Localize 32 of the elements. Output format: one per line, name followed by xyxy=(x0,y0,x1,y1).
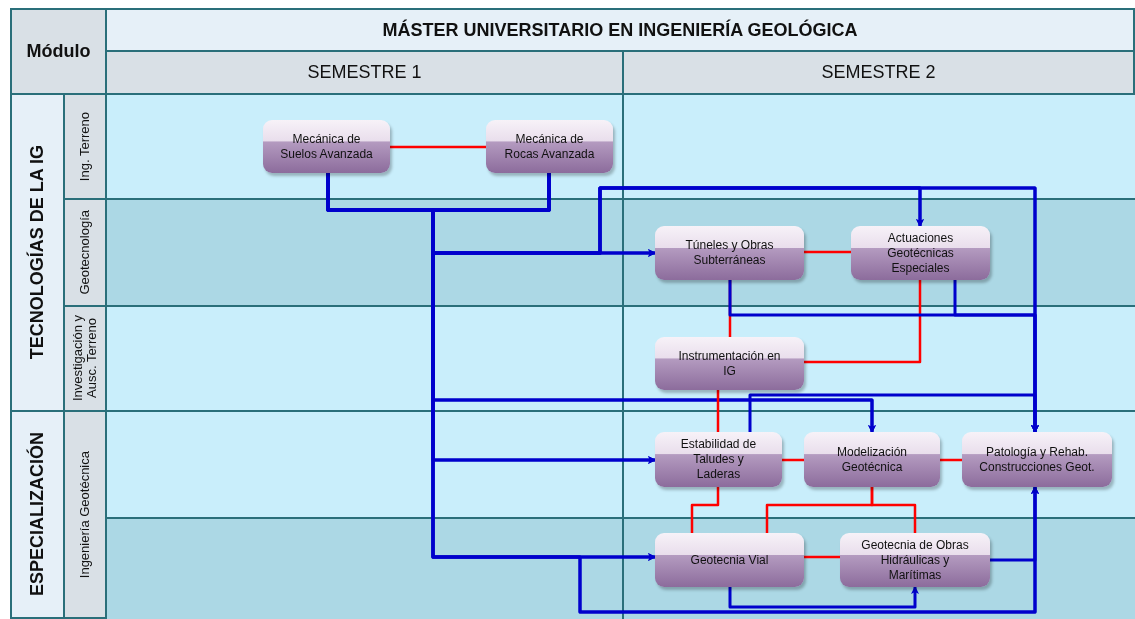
course-box: Estabilidad de Taludes y Laderas xyxy=(655,432,782,487)
connector-line xyxy=(716,390,720,432)
row-header: Geotecnología xyxy=(63,198,107,307)
row-header: TECNOLOGÍAS DE LA IG xyxy=(10,93,65,412)
row-header: ESPECIALIZACIÓN xyxy=(10,410,65,619)
connector-line xyxy=(782,458,804,462)
column-header: SEMESTRE 2 xyxy=(622,50,1135,95)
course-box: Actuaciones Geotécnicas Especiales xyxy=(851,226,990,280)
arrow xyxy=(728,586,919,609)
connector-line xyxy=(940,458,962,462)
connector-line xyxy=(870,487,917,533)
course-box: Patología y Rehab. Construcciones Geot. xyxy=(962,432,1112,487)
column-header: Módulo xyxy=(10,8,107,95)
connector-line xyxy=(804,250,851,254)
connector-line xyxy=(804,280,922,364)
title: MÁSTER UNIVERSITARIO EN INGENIERÍA GEOLÓGICA xyxy=(105,8,1135,52)
arrow xyxy=(990,486,1039,562)
course-box: Mecánica de Suelos Avanzada xyxy=(263,120,390,173)
course-box: Instrumentación en IG xyxy=(655,337,804,390)
course-box: Geotecnia Vial xyxy=(655,533,804,587)
row-header: Ingeniería Geotécnica xyxy=(63,410,107,619)
arrow xyxy=(748,393,1039,433)
column-header: SEMESTRE 1 xyxy=(105,50,624,95)
row-header: Investigación y Ausc. Terreno xyxy=(63,305,107,412)
row-header: Ing. Terreno xyxy=(63,93,107,200)
course-box: Mecánica de Rocas Avanzada xyxy=(486,120,613,173)
connector-line xyxy=(690,487,720,533)
course-box: Túneles y Obras Subterráneas xyxy=(655,226,804,280)
course-box: Modelización Geotécnica xyxy=(804,432,940,487)
connector-line xyxy=(390,145,486,149)
connector-line xyxy=(804,555,840,559)
course-box: Geotecnia de Obras Hidráulicas y Marítimas xyxy=(840,533,990,587)
